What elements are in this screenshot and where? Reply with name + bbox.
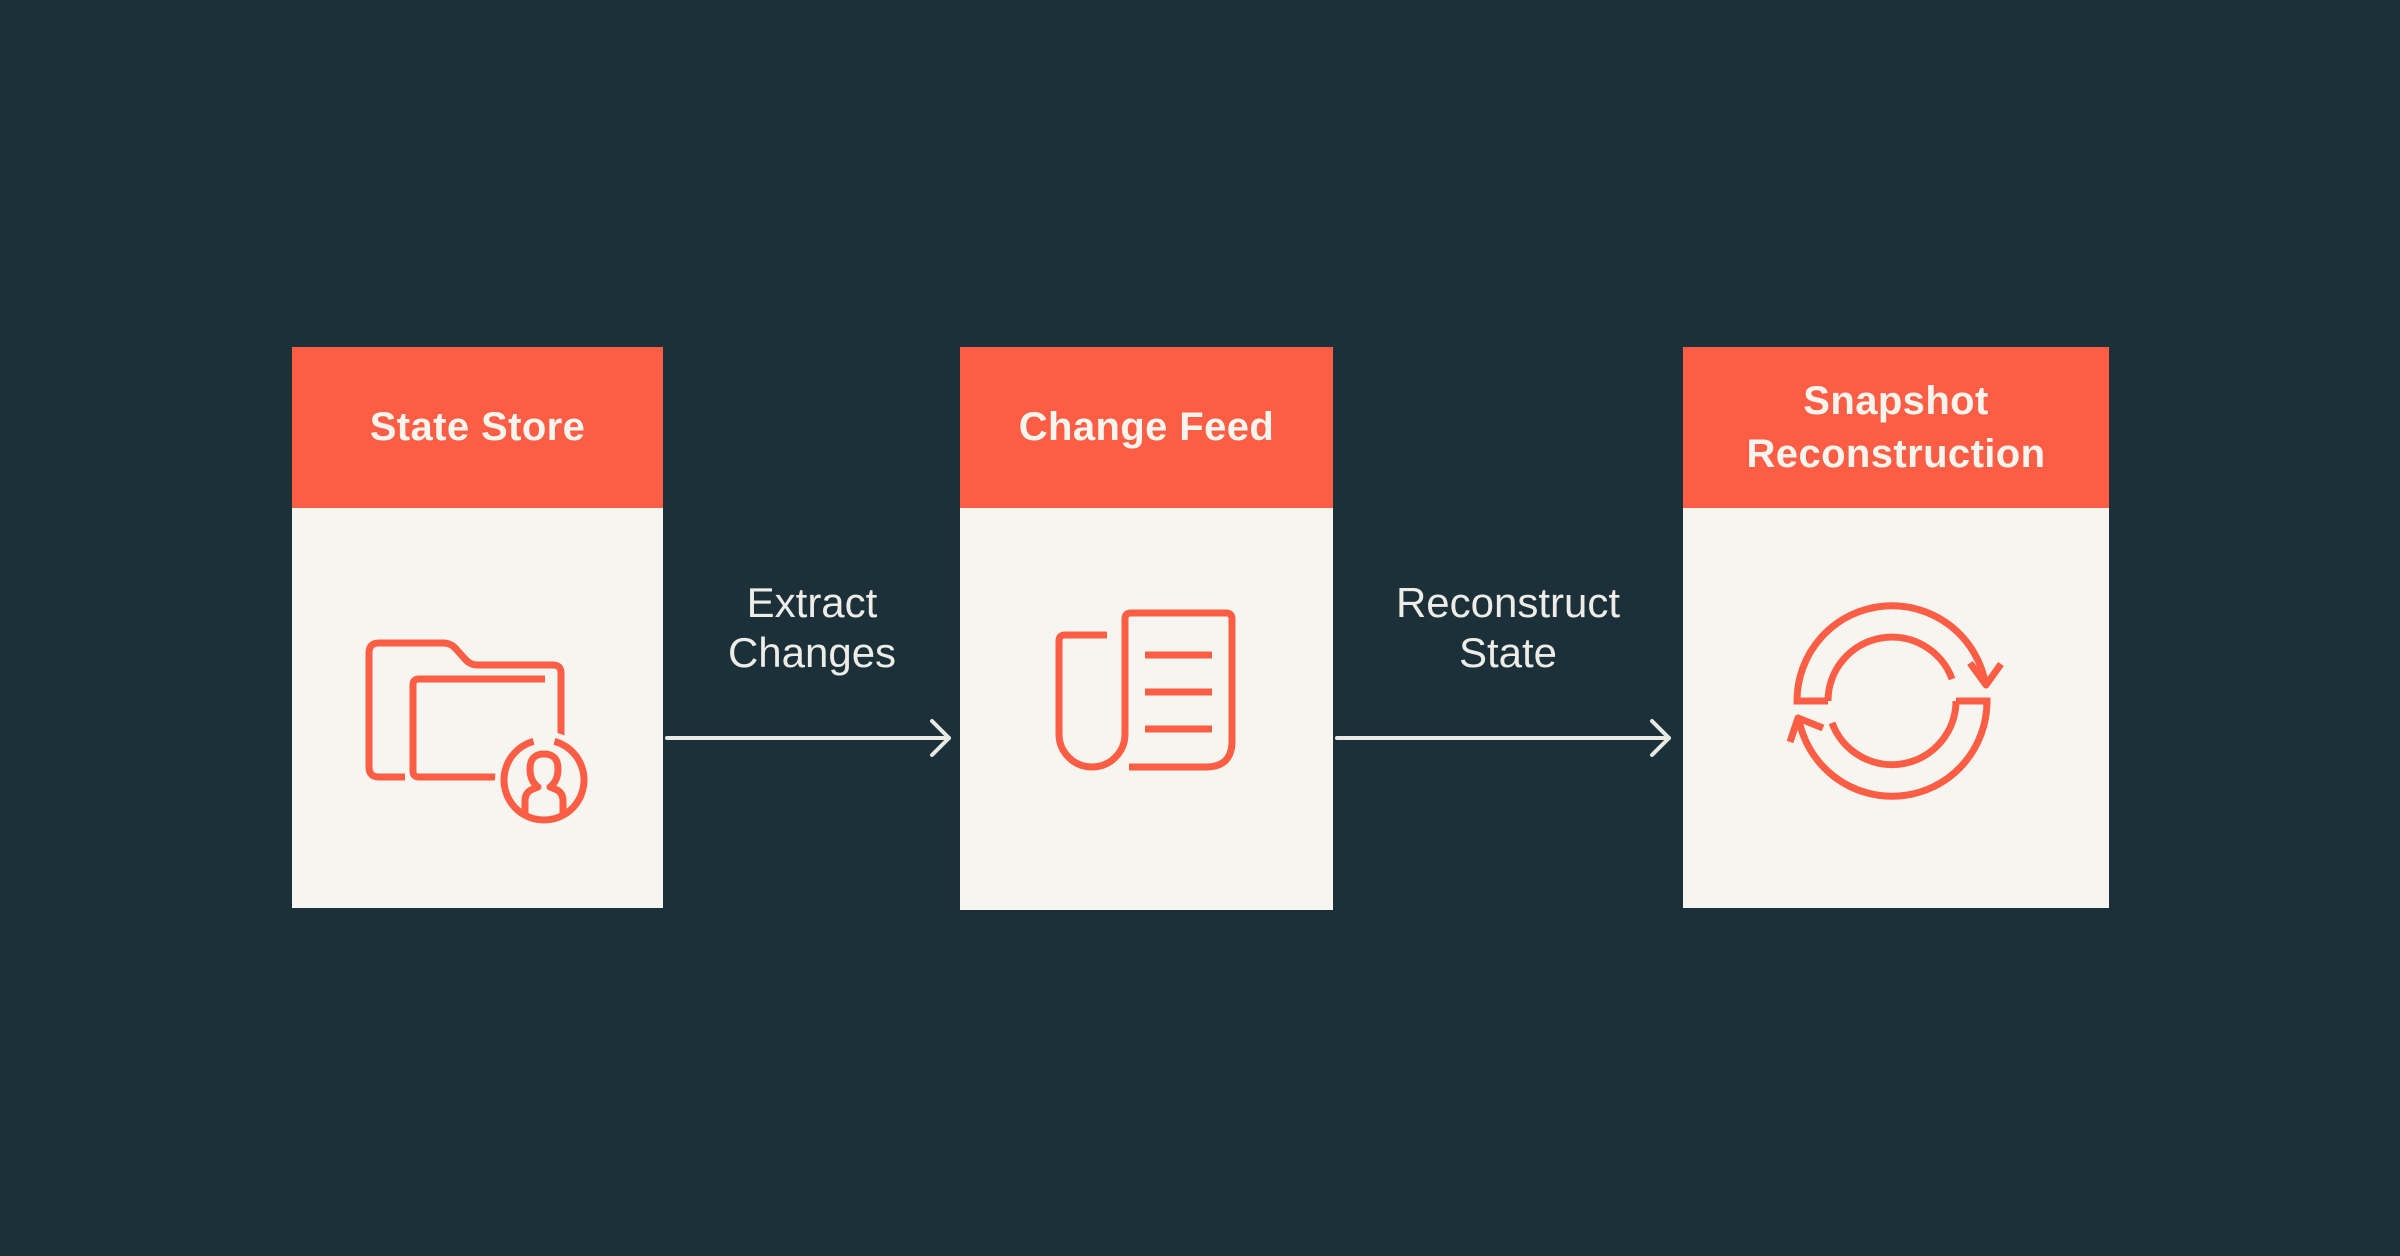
connector-label-extract-changes: Extract Changes: [727, 579, 897, 676]
node-state-store-body: [292, 508, 663, 908]
node-change-feed-body: [960, 508, 1333, 910]
change-feed-icon: [1055, 609, 1236, 771]
node-change-feed: Change Feed: [960, 347, 1333, 910]
node-title: Snapshot Reconstruction: [1746, 378, 2046, 476]
node-snapshot-reconstruction-header: Snapshot Reconstruction: [1683, 347, 2109, 508]
folder-user-icon: [365, 639, 593, 827]
connector-label-reconstruct-state: Reconstruct State: [1395, 579, 1621, 676]
node-title: State Store: [369, 405, 586, 450]
sync-arrows-icon: [1787, 602, 2004, 800]
node-state-store: State Store: [292, 347, 663, 908]
node-snapshot-reconstruction: Snapshot Reconstruction: [1683, 347, 2109, 908]
right-arrow-icon: [1335, 719, 1671, 757]
node-change-feed-header: Change Feed: [960, 347, 1333, 508]
node-state-store-header: State Store: [292, 347, 663, 508]
right-arrow-icon: [665, 719, 951, 757]
node-title: Change Feed: [1018, 405, 1275, 450]
node-snapshot-reconstruction-body: [1683, 508, 2109, 908]
